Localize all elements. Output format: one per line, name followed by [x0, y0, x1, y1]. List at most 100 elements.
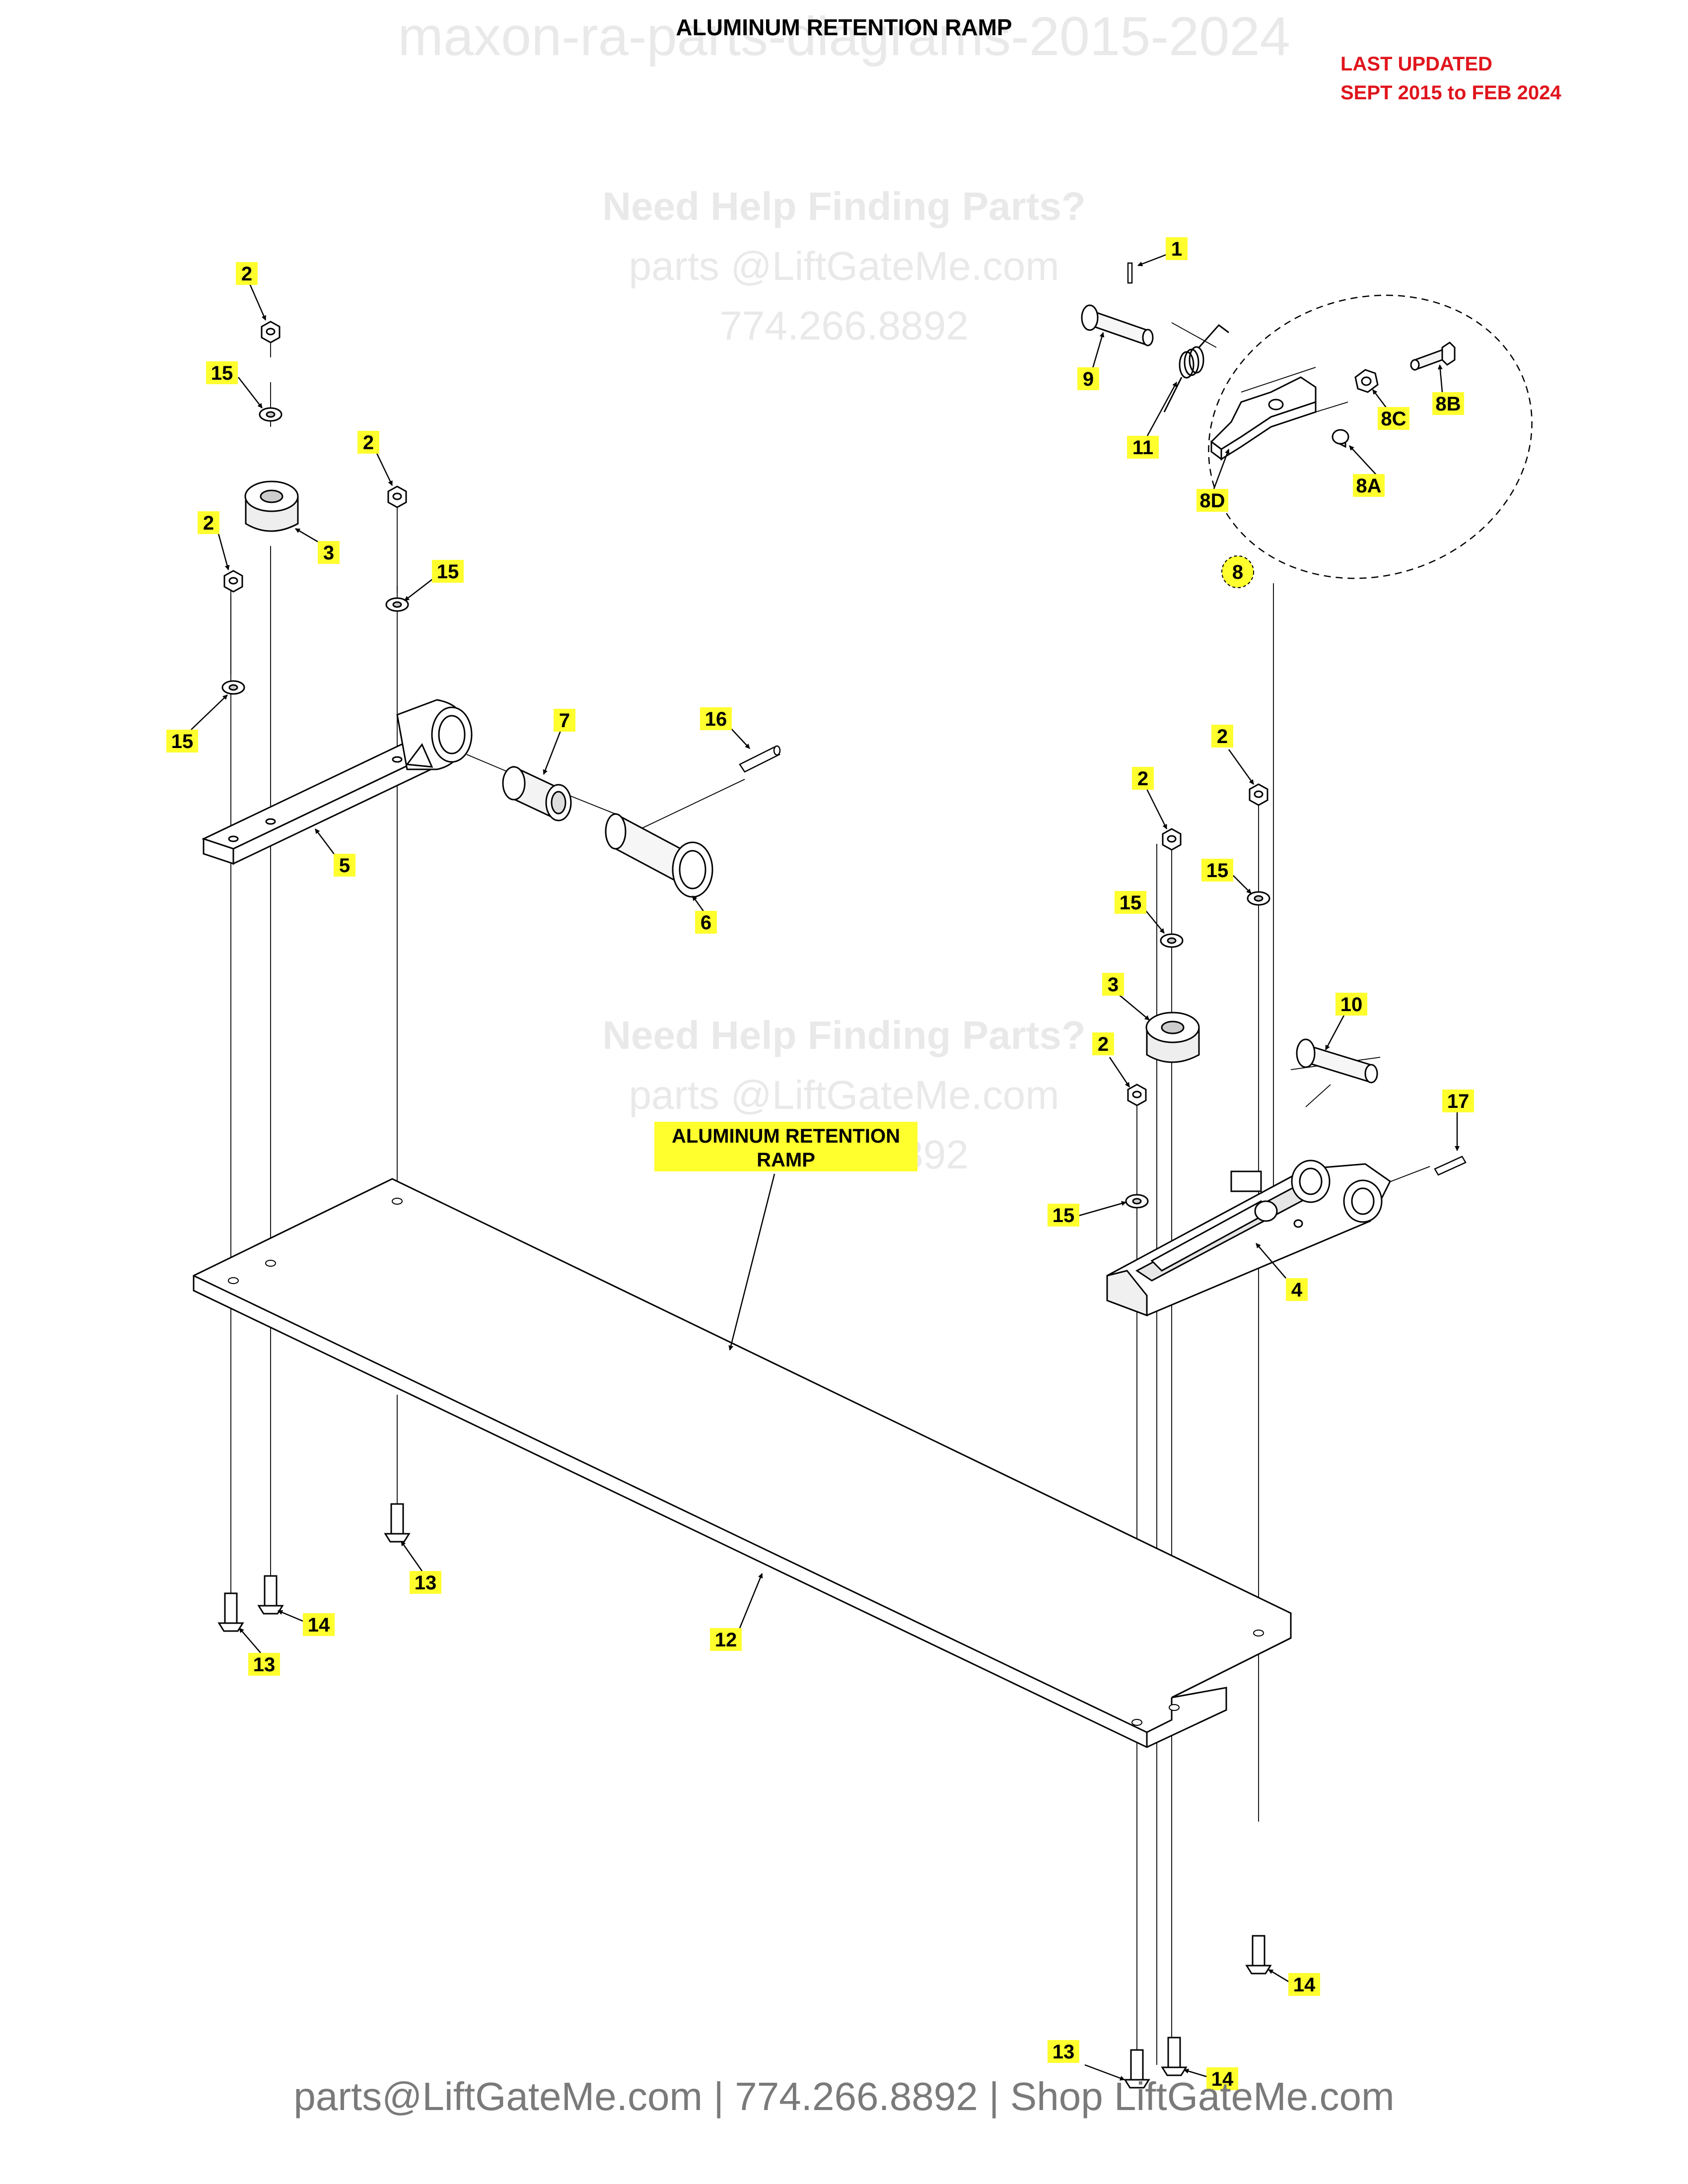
callout-line-1: ALUMINUM RETENTION — [672, 1125, 900, 1147]
label-15d: 15 — [1201, 859, 1233, 882]
label-2d: 2 — [1211, 725, 1233, 748]
svg-text:3: 3 — [323, 542, 334, 564]
screws-13-14 — [217, 1503, 1272, 2089]
svg-text:9: 9 — [1083, 368, 1094, 390]
watermark-help-2: Need Help Finding Parts? — [602, 1013, 1086, 1057]
svg-text:15: 15 — [211, 362, 233, 384]
last-updated-range: SEPT 2015 to FEB 2024 — [1340, 82, 1561, 104]
right-arm-4 — [1106, 1160, 1391, 1317]
svg-text:12: 12 — [715, 1629, 737, 1651]
svg-text:15: 15 — [437, 561, 459, 583]
svg-text:3: 3 — [1108, 974, 1119, 996]
left-arm-5 — [201, 699, 473, 865]
svg-text:15: 15 — [1053, 1205, 1075, 1227]
svg-text:2: 2 — [1217, 726, 1228, 748]
label-14b: 14 — [1288, 1973, 1320, 1996]
label-15f: 15 — [1048, 1204, 1079, 1227]
part-labels: 1 2 2 2 2 2 2 3 3 4 5 6 7 8 8A 8B 8C 8D … — [166, 237, 1474, 2090]
watermark-help-1: Need Help Finding Parts? — [602, 184, 1086, 228]
ramp-plate-12 — [193, 1178, 1292, 1748]
svg-text:14: 14 — [1293, 1974, 1316, 1996]
svg-text:16: 16 — [705, 708, 727, 730]
last-updated-note: LAST UPDATED SEPT 2015 to FEB 2024 — [1340, 50, 1561, 107]
svg-text:8: 8 — [1232, 561, 1243, 583]
svg-text:17: 17 — [1447, 1091, 1470, 1112]
diagram-title: ALUMINUM RETENTION RAMP — [676, 14, 1012, 40]
label-16: 16 — [700, 707, 732, 730]
cotter-1 — [1127, 262, 1133, 284]
label-2f: 2 — [1092, 1032, 1114, 1055]
callout-highlight — [654, 1122, 917, 1171]
label-15b: 15 — [432, 560, 464, 583]
svg-text:7: 7 — [559, 710, 570, 732]
label-17: 17 — [1442, 1090, 1474, 1112]
bushing-7 — [502, 765, 572, 821]
assembly-8-outline — [1208, 294, 1533, 579]
label-1: 1 — [1166, 237, 1188, 260]
svg-text:6: 6 — [701, 912, 711, 934]
roll-pin-16 — [739, 745, 781, 773]
callout-leader — [728, 1173, 775, 1351]
watermark-site: maxon-ra-parts-diagrams-2015-2024 — [398, 6, 1290, 67]
nut-8C — [1354, 369, 1379, 393]
svg-text:2: 2 — [203, 512, 214, 534]
label-2a: 2 — [236, 262, 258, 285]
label-13a: 13 — [248, 1653, 280, 1676]
svg-text:14: 14 — [1211, 2068, 1234, 2090]
svg-text:8D: 8D — [1199, 490, 1225, 512]
svg-text:13: 13 — [1053, 2041, 1075, 2063]
label-14c: 14 — [1206, 2067, 1238, 2090]
label-7: 7 — [554, 709, 575, 732]
svg-text:10: 10 — [1340, 994, 1363, 1016]
label-4: 4 — [1286, 1278, 1308, 1301]
svg-text:11: 11 — [1132, 437, 1153, 459]
label-5: 5 — [334, 854, 355, 877]
label-2b: 2 — [357, 431, 379, 454]
spacer-3-right — [1145, 1012, 1200, 1063]
last-updated-label: LAST UPDATED — [1340, 53, 1492, 75]
label-3a: 3 — [318, 541, 340, 564]
svg-text:1: 1 — [1171, 238, 1182, 260]
watermark-email-1: parts @LiftGateMe.com — [629, 244, 1059, 289]
label-8B: 8B — [1432, 392, 1464, 415]
latch-8D — [1210, 376, 1317, 461]
callout-line-2: RAMP — [757, 1149, 815, 1171]
label-leaders — [191, 250, 1460, 2081]
svg-text:2: 2 — [241, 263, 252, 285]
svg-text:13: 13 — [253, 1654, 276, 1676]
svg-text:8C: 8C — [1381, 408, 1406, 430]
watermark-phone-1: 774.266.8892 — [719, 303, 969, 348]
label-12: 12 — [710, 1628, 742, 1651]
label-9: 9 — [1077, 367, 1099, 390]
label-2c: 2 — [198, 511, 219, 534]
spring-11 — [1163, 324, 1229, 412]
svg-text:15: 15 — [171, 731, 194, 752]
label-10: 10 — [1336, 993, 1367, 1016]
label-13c: 13 — [1048, 2040, 1079, 2063]
svg-text:8A: 8A — [1356, 475, 1381, 497]
svg-text:4: 4 — [1291, 1279, 1303, 1301]
watermark-email-2: parts @LiftGateMe.com — [629, 1073, 1059, 1118]
bushing-8A — [1332, 429, 1349, 448]
svg-text:15: 15 — [1120, 892, 1142, 914]
label-15e: 15 — [1115, 891, 1146, 914]
svg-text:13: 13 — [415, 1572, 437, 1594]
svg-text:2: 2 — [1137, 768, 1148, 790]
label-14a: 14 — [303, 1613, 335, 1636]
svg-text:2: 2 — [363, 432, 374, 454]
contact-footer: parts@LiftGateMe.com | 774.266.8892 | Sh… — [293, 2074, 1395, 2118]
roll-pin-17 — [1434, 1156, 1467, 1176]
svg-text:5: 5 — [339, 855, 350, 877]
label-2e: 2 — [1132, 767, 1154, 790]
label-15c: 15 — [166, 730, 198, 752]
label-13b: 13 — [410, 1571, 441, 1594]
svg-text:2: 2 — [1098, 1033, 1109, 1055]
spacer-3-left — [244, 480, 299, 532]
label-8A: 8A — [1353, 474, 1385, 497]
label-11: 11 — [1127, 436, 1159, 459]
label-8D: 8D — [1196, 489, 1228, 512]
label-8: 8 — [1221, 555, 1254, 588]
label-15a: 15 — [206, 361, 238, 384]
